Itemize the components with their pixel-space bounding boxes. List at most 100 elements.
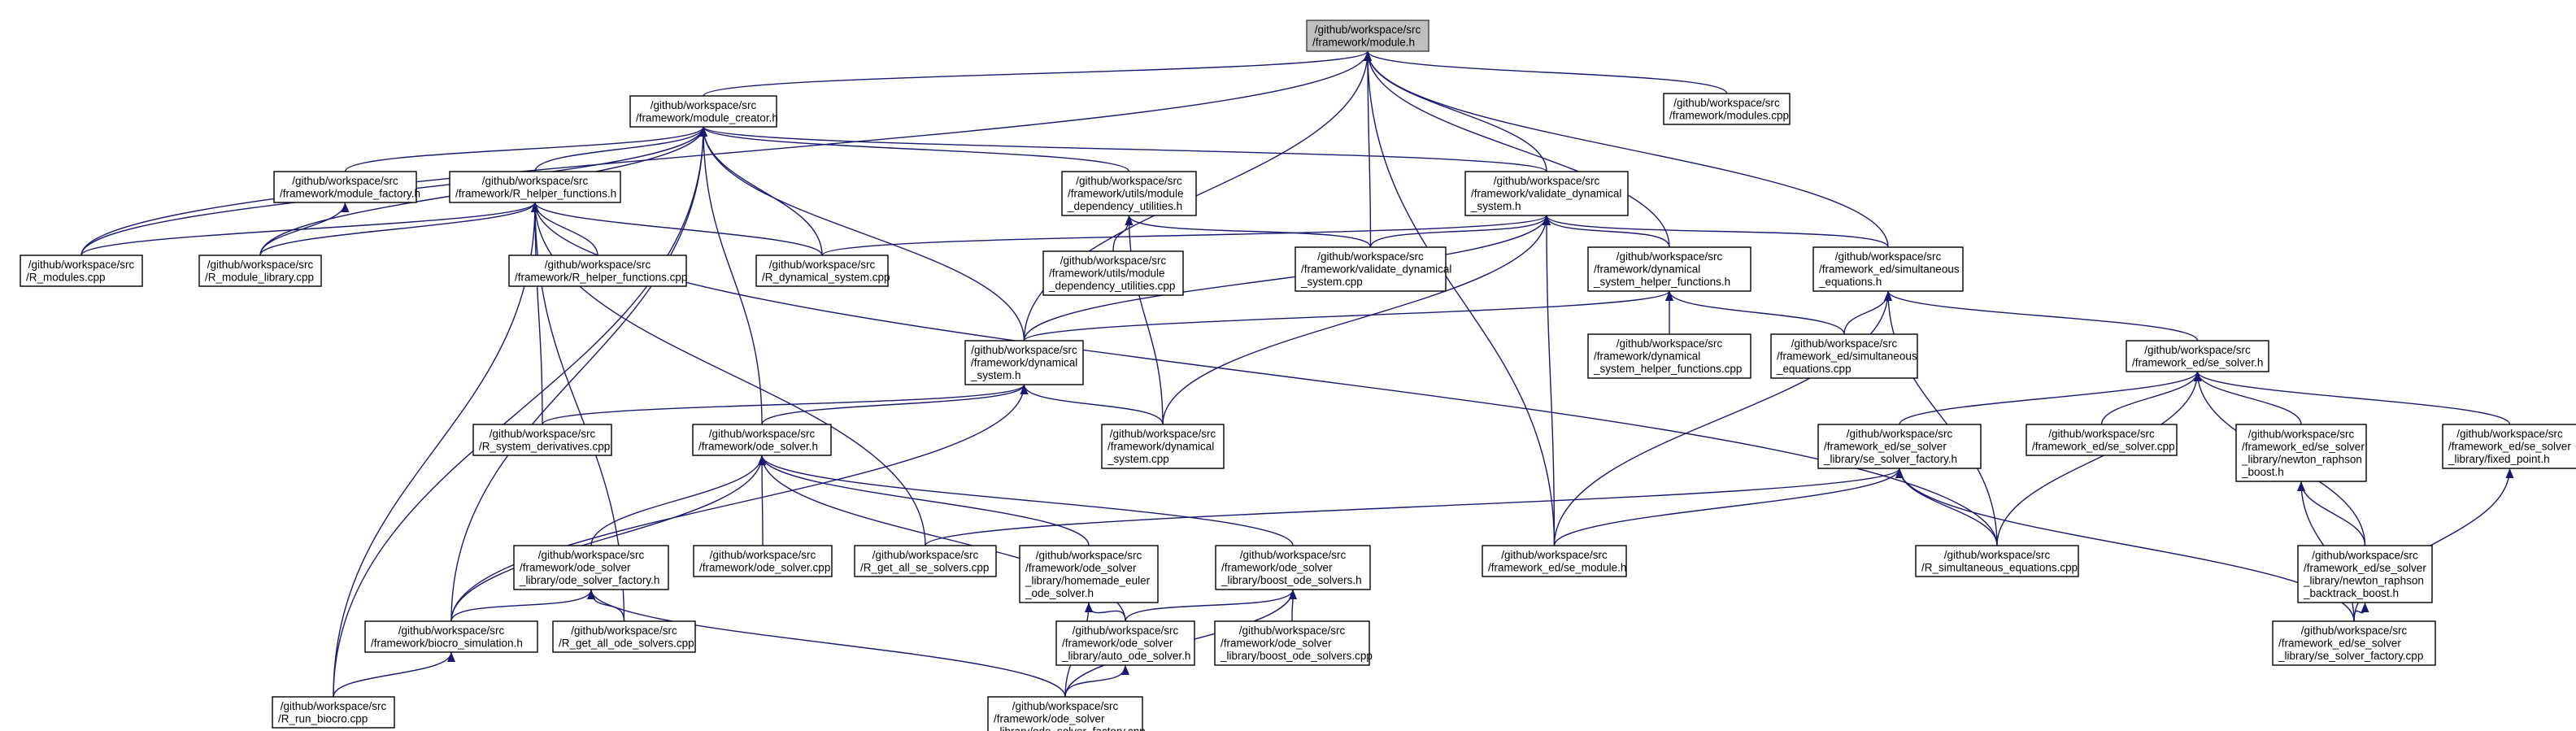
- node-box: [1061, 171, 1197, 216]
- node-label-line: /github/workspace/src: [1617, 337, 1723, 350]
- node-label-line: /github/workspace/src: [2048, 428, 2155, 440]
- edge-arrow: [703, 50, 1372, 97]
- node-ode-solver-factory-cpp[interactable]: /github/workspace/src/framework/ode_solv…: [987, 696, 1146, 731]
- edge-arrow: [1162, 215, 1551, 425]
- node-r-helper-functions-h[interactable]: /github/workspace/src/framework/R_helper…: [449, 171, 621, 203]
- node-label-line: _library/se_solver_factory.h: [1823, 453, 1957, 465]
- edge-arrow: [1125, 589, 1297, 622]
- edge-arrow: [333, 126, 707, 698]
- node-modules-cpp[interactable]: /github/workspace/src/framework/modules.…: [1663, 93, 1791, 125]
- node-r-helper-functions-cpp[interactable]: /github/workspace/src/framework/R_helper…: [508, 255, 687, 287]
- node-ed-se-solver-h[interactable]: /github/workspace/src/framework_ed/se_so…: [2126, 340, 2269, 372]
- node-label-line: /framework/utils/module: [1068, 188, 1184, 200]
- node-r-system-derivatives-cpp[interactable]: /github/workspace/src/R_system_derivativ…: [472, 424, 612, 456]
- node-box: [1770, 333, 1918, 379]
- edge-arrow: [761, 384, 1029, 425]
- edge-validate-dynamical-system-cpp-to-module-h: [1364, 50, 1373, 248]
- edge-arrow: [534, 126, 707, 172]
- edge-arrow: [333, 202, 539, 698]
- node-validate-dynamical-system-cpp[interactable]: /github/workspace/src/framework/validate…: [1295, 246, 1451, 292]
- node-label-line: /github/workspace/src: [769, 259, 876, 271]
- node-box: [1214, 620, 1370, 666]
- node-ed-newton-raphson-boost-h[interactable]: /github/workspace/src/framework_ed/se_so…: [2235, 424, 2367, 482]
- node-label-line: /framework/ode_solver: [1025, 562, 1137, 574]
- edge-ed-se-solver-cpp-to-ed-se-solver-h: [2100, 371, 2202, 425]
- node-ed-se-solver-factory-h[interactable]: /github/workspace/src/framework_ed/se_so…: [1817, 424, 1982, 469]
- edge-arrow: [542, 384, 1029, 425]
- node-boost-ode-solvers-h[interactable]: /github/workspace/src/framework/ode_solv…: [1215, 545, 1371, 590]
- edge-r-helper-functions-cpp-to-r-helper-functions-h: [531, 202, 598, 256]
- node-module-creator-h[interactable]: /github/workspace/src/framework/module_c…: [629, 95, 778, 128]
- node-r-get-all-ode-solvers-cpp[interactable]: /github/workspace/src/R_get_all_ode_solv…: [552, 620, 696, 653]
- node-label-line: /github/workspace/src: [207, 259, 314, 271]
- node-biocro-simulation-h[interactable]: /github/workspace/src/framework/biocro_s…: [364, 620, 538, 653]
- edge-ed-newton-raphson-boost-h-to-ed-se-solver-h: [2193, 371, 2302, 425]
- node-box: [1101, 424, 1225, 469]
- edge-arrow: [344, 126, 707, 172]
- edge-arrow: [587, 589, 625, 622]
- node-label-line: /github/workspace/src: [1617, 250, 1723, 263]
- node-utils-module-dependency-utilities-cpp[interactable]: /github/workspace/src/framework/utils/mo…: [1042, 250, 1184, 296]
- node-label-line: /framework/validate_dynamical: [1301, 263, 1451, 276]
- node-box: [755, 255, 889, 287]
- node-homemade-euler-ode-solver-h[interactable]: /github/workspace/src/framework/ode_solv…: [1019, 545, 1159, 603]
- node-ed-se-module-h[interactable]: /github/workspace/src/framework_ed/se_mo…: [1482, 545, 1627, 577]
- node-r-dynamical-system-cpp[interactable]: /github/workspace/src/R_dynamical_system…: [755, 255, 890, 287]
- node-r-get-all-se-solvers-cpp[interactable]: /github/workspace/src/R_get_all_se_solve…: [854, 545, 997, 577]
- edge-dynamical-system-cpp-to-utils-module-dependency-utilities-h: [1125, 215, 1164, 425]
- edge-r-system-derivatives-cpp-to-dynamical-system-h: [542, 384, 1029, 425]
- node-module-h[interactable]: /github/workspace/src/framework/module.h: [1306, 20, 1429, 52]
- node-label-line: _library/se_solver_factory.cpp: [2278, 650, 2423, 662]
- node-label-line: /github/workspace/src: [1835, 250, 1942, 263]
- edge-ed-se-solver-factory-h-to-ed-se-solver-h: [1899, 371, 2202, 425]
- node-module-factory-h[interactable]: /github/workspace/src/framework/module_f…: [273, 171, 420, 203]
- node-validate-dynamical-system-h[interactable]: /github/workspace/src/framework/validate…: [1464, 171, 1629, 216]
- node-label-line: /framework/ode_solver: [994, 713, 1105, 725]
- node-dynamical-system-helper-functions-cpp[interactable]: /github/workspace/src/framework/dynamica…: [1587, 333, 1751, 379]
- node-ed-se-solver-factory-cpp[interactable]: /github/workspace/src/framework_ed/se_so…: [2272, 620, 2436, 666]
- node-ode-solver-factory-h[interactable]: /github/workspace/src/framework/ode_solv…: [513, 545, 669, 590]
- node-box: [987, 696, 1143, 731]
- node-box: [1215, 545, 1371, 590]
- edge-arrow: [758, 455, 767, 546]
- node-ed-se-solver-cpp[interactable]: /github/workspace/src/framework_ed/se_so…: [2026, 424, 2178, 456]
- node-r-modules-cpp[interactable]: /github/workspace/src/R_modules.cpp: [20, 255, 143, 287]
- edge-ode-solver-factory-cpp-to-auto-ode-solver-h: [1064, 664, 1129, 698]
- node-ed-simultaneous-equations-h[interactable]: /github/workspace/src/framework_ed/simul…: [1812, 246, 1964, 292]
- node-r-simultaneous-equations-cpp[interactable]: /github/workspace/src/R_simultaneous_equ…: [1915, 545, 2079, 577]
- node-label-line: /github/workspace/src: [2144, 344, 2251, 356]
- edge-modules-cpp-to-module-h: [1364, 50, 1728, 94]
- node-label-line: _library/boost_ode_solvers.h: [1221, 574, 1362, 586]
- node-box: [1306, 20, 1429, 52]
- node-ed-simultaneous-equations-cpp[interactable]: /github/workspace/src/framework_ed/simul…: [1770, 333, 1918, 379]
- node-box: [629, 95, 777, 128]
- node-boost-ode-solvers-cpp[interactable]: /github/workspace/src/framework/ode_solv…: [1214, 620, 1373, 666]
- node-ode-solver-cpp[interactable]: /github/workspace/src/framework/ode_solv…: [693, 545, 833, 577]
- edge-utils-module-dependency-utilities-h-to-module-creator-h: [699, 126, 1130, 172]
- node-label-line: /framework/R_helper_functions.h: [455, 187, 616, 199]
- edge-ed-simultaneous-equations-cpp-to-dynamical-system-helper-functions-h: [1665, 290, 1845, 335]
- node-ed-newton-raphson-backtrack-boost-h[interactable]: /github/workspace/src/framework_ed/se_so…: [2297, 545, 2433, 603]
- node-label-line: _equations.h: [1818, 276, 1882, 288]
- edge-validate-dynamical-system-h-to-module-creator-h: [699, 126, 1547, 172]
- node-label-line: /github/workspace/src: [2301, 624, 2408, 637]
- node-label-line: /github/workspace/src: [571, 624, 677, 637]
- node-dynamical-system-helper-functions-h[interactable]: /github/workspace/src/framework/dynamica…: [1587, 246, 1751, 292]
- edge-r-run-biocro-cpp-to-module-creator-h: [333, 126, 707, 698]
- edge-arrow: [1023, 215, 1551, 342]
- node-label-line: /framework/modules.cpp: [1669, 109, 1789, 121]
- node-r-module-library-cpp[interactable]: /github/workspace/src/R_module_library.c…: [198, 255, 322, 287]
- edge-ed-simultaneous-equations-h-to-validate-dynamical-system-h: [1543, 215, 1889, 248]
- edge-arrow: [699, 126, 1130, 172]
- edge-dynamical-system-h-to-validate-dynamical-system-h: [1023, 215, 1551, 342]
- node-dynamical-system-cpp[interactable]: /github/workspace/src/framework/dynamica…: [1101, 424, 1225, 469]
- node-dynamical-system-h[interactable]: /github/workspace/src/framework/dynamica…: [964, 340, 1084, 385]
- node-auto-ode-solver-h[interactable]: /github/workspace/src/framework/ode_solv…: [1055, 620, 1195, 666]
- node-utils-module-dependency-utilities-h[interactable]: /github/workspace/src/framework/utils/mo…: [1061, 171, 1197, 216]
- node-r-run-biocro-cpp[interactable]: /github/workspace/src/R_run_biocro.cpp: [272, 696, 395, 729]
- node-box: [1482, 545, 1627, 577]
- node-ode-solver-h[interactable]: /github/workspace/src/framework/ode_solv…: [692, 424, 832, 456]
- node-ed-fixed-point-h[interactable]: /github/workspace/src/framework_ed/se_so…: [2442, 424, 2576, 469]
- node-label-line: _system_helper_functions.cpp: [1593, 363, 1742, 375]
- edge-arrow: [1020, 384, 1164, 425]
